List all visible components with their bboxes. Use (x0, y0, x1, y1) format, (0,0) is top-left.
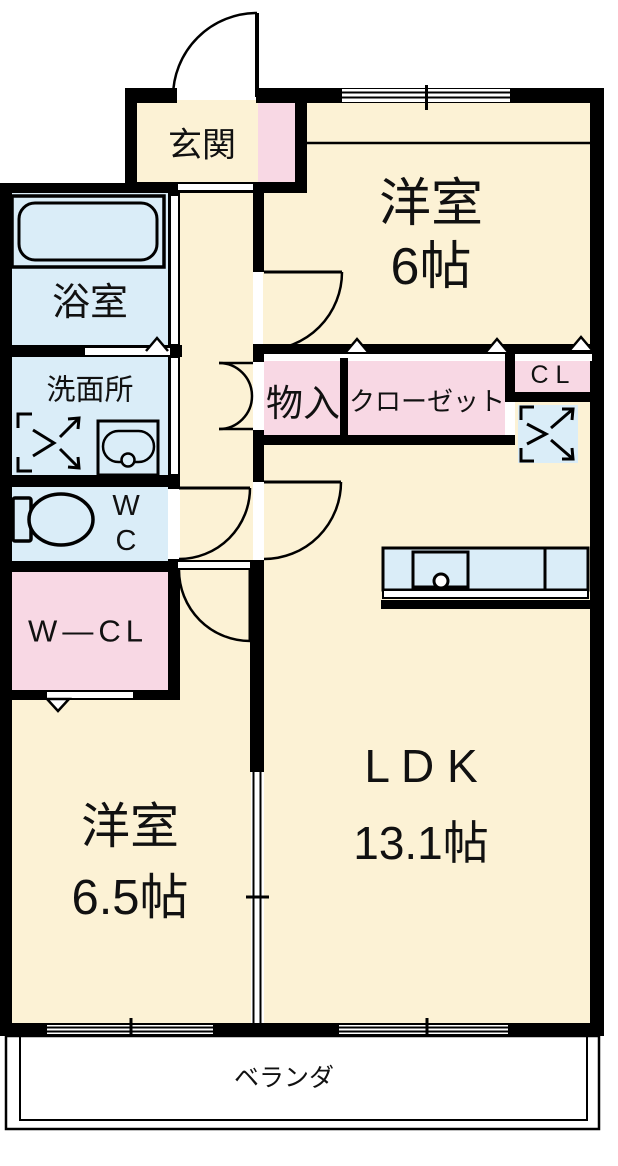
wall-outer-left (0, 183, 12, 1036)
label-toilet: W C (112, 490, 140, 557)
wall-closet-top (253, 344, 592, 354)
wall-storage-closet (340, 358, 348, 437)
wall-genkan-left (125, 97, 137, 183)
wall-face-line-2 (171, 358, 178, 474)
label-washroom: 洗面所 (46, 374, 134, 407)
cl-front-line (512, 354, 592, 361)
wall-under-shoebox (253, 182, 307, 193)
wall-top-genkan (125, 88, 177, 103)
wall-toilet-wcl (0, 561, 180, 572)
window-bedroom1 (342, 85, 510, 110)
wall-hall-right-1 (253, 193, 264, 272)
toilet-door (178, 486, 252, 561)
bedroom2-door (177, 569, 252, 643)
wall-cl-bottom (505, 392, 604, 402)
closet-front-line (268, 354, 508, 361)
wall-washroom-toilet (0, 475, 180, 487)
label-wcl: W—CL (28, 613, 148, 649)
sliding-door (246, 772, 269, 1023)
wall-outer-right (590, 88, 604, 1036)
label-balcony: ベランダ (233, 1064, 335, 1092)
wall-bath-top (0, 183, 182, 193)
storage-double-door (218, 361, 254, 431)
doorway-bedroom2 (178, 562, 250, 568)
folding-door-markers (44, 335, 593, 713)
hallway (180, 190, 253, 562)
room-cl (512, 361, 592, 392)
room-storage (264, 361, 340, 437)
kitchen-counter-icon (381, 546, 590, 599)
label-bathroom: 浴室 (51, 282, 129, 325)
label-storage: 物入 (266, 382, 340, 424)
wall-bedroom2-ldk (250, 560, 264, 772)
label-genkan: 玄関 (168, 126, 236, 165)
room-genkan (137, 100, 258, 183)
wall-face-line-1 (171, 196, 178, 344)
washing-machine-area-icon (16, 412, 81, 473)
wall-hall-right-3 (253, 430, 264, 482)
kitchen-counter-base (381, 600, 596, 609)
doorway-wcl (47, 692, 133, 698)
wcl-door-marker (44, 697, 72, 713)
wall-closet-bottom (253, 435, 515, 445)
doorway-toilet (168, 489, 180, 559)
sink-icon (96, 419, 160, 477)
room-wcl (10, 572, 168, 690)
room-closet (348, 361, 505, 437)
doorway-bath (85, 348, 170, 355)
window-ldk (339, 1018, 508, 1041)
label-bedroom1: 洋室 6帖 (378, 175, 484, 296)
entrance-door (171, 11, 259, 98)
label-closet: クローゼット (348, 386, 506, 417)
wall-shoebox-right (295, 97, 307, 192)
entry-step-line (178, 184, 258, 190)
label-ldk: L D K 13.1帖 (353, 740, 489, 869)
balcony-outline (4, 1034, 601, 1131)
bathtub-icon (10, 194, 166, 269)
room-bathroom (10, 193, 168, 345)
wall-closet-right (505, 344, 515, 402)
label-bedroom2: 洋室 6.5帖 (71, 800, 189, 925)
label-cl: C L (530, 361, 570, 389)
wall-hall-right-2 (253, 347, 264, 362)
toilet-icon (11, 492, 95, 547)
shoe-box (258, 103, 295, 183)
ldk-door (263, 480, 343, 561)
bedroom1-door (263, 270, 344, 352)
room-ldk (264, 443, 590, 1025)
refrigerator-area-icon (518, 405, 578, 463)
